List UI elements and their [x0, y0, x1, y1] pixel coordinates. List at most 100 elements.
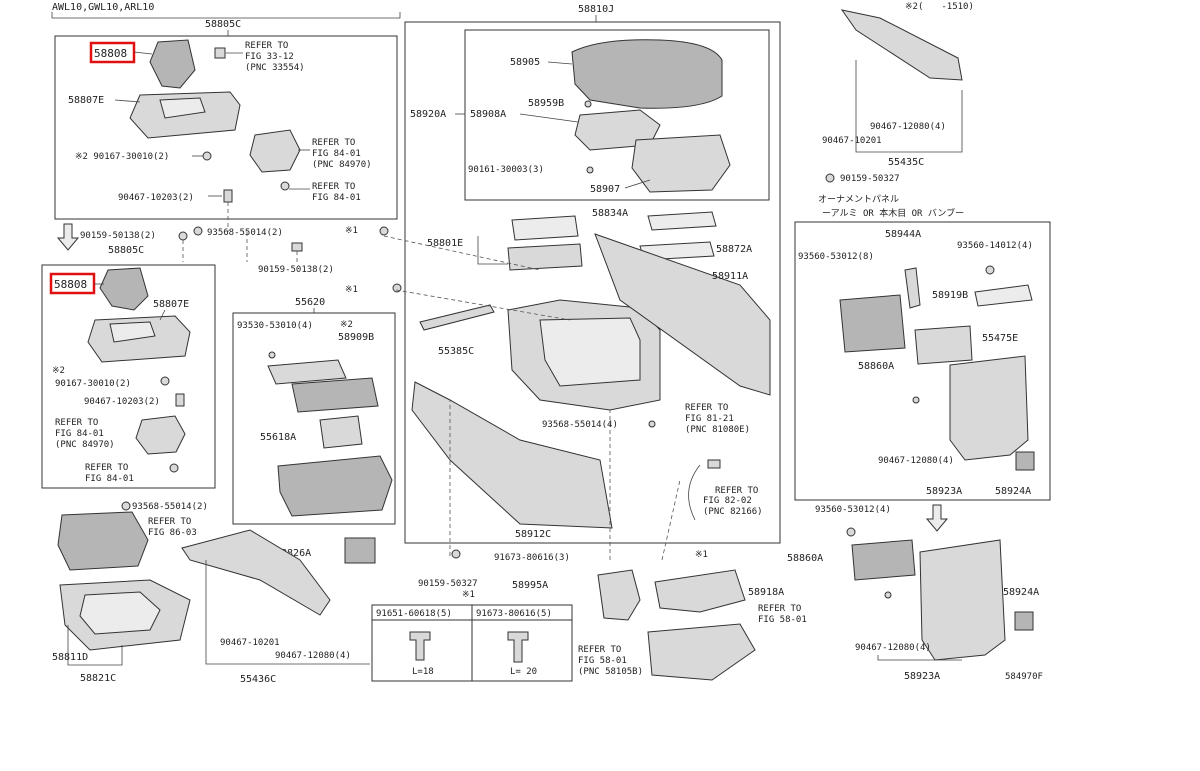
bracket-58995a: [597, 569, 641, 621]
label-58924a-bot: 58924A: [1003, 587, 1039, 598]
clip-90159-b: [291, 242, 303, 252]
refer-84c-line1: REFER TO: [55, 418, 98, 428]
label-58918a: 58918A: [748, 587, 784, 598]
leader-58908a: [519, 113, 579, 123]
shift-boot-bot: [99, 267, 149, 311]
variant-arrow-left: [56, 223, 80, 251]
label-58807e-top: 58807E: [68, 95, 104, 106]
refer-58b-line3: (PNC 58105B): [578, 667, 643, 677]
refer-58a-line1: REFER TO: [758, 604, 801, 614]
clip-90467-top: [223, 189, 233, 203]
bracket-58821c: [67, 625, 123, 666]
label-93568-top: 93568-55014(2): [207, 228, 283, 238]
highlight-box-58808-bot: [49, 272, 96, 295]
trim-55435c: [840, 9, 963, 81]
vent-58860a-top: [839, 294, 906, 353]
label-58907: 58907: [590, 184, 620, 195]
label-93530: 93530-53010(4): [237, 321, 313, 331]
label-58860a-top: 58860A: [858, 361, 894, 372]
label-58805c-top: 58805C: [205, 19, 241, 30]
label-90167-bot: 90167-30010(2): [55, 379, 131, 389]
console-body-cavity: [539, 317, 641, 387]
label-90467-12080-tr: 90467-12080(4): [870, 122, 946, 132]
note2-b: ※2: [340, 320, 353, 330]
label-55618a: 55618A: [260, 432, 296, 443]
bracket-55436c: [205, 560, 370, 665]
label-58821c: 58821C: [80, 673, 116, 684]
wire-harness: [688, 464, 701, 521]
diagram-ref-code: 584970F: [1005, 672, 1043, 682]
assembly-box-58920a: [464, 29, 770, 201]
note1-a: ※1: [345, 226, 358, 236]
label-58860a-bot: 58860A: [787, 553, 823, 564]
shifter-bezel-bot: [57, 511, 149, 571]
label-93560-53012-a: 93560-53012(8): [798, 252, 874, 262]
refer-58a-line2: FIG 58-01: [758, 615, 807, 625]
switch-58924a-bot: [1014, 611, 1034, 631]
armrest-lid-58905: [571, 39, 723, 109]
label-58905: 58905: [510, 57, 540, 68]
label-58908a: 58908A: [470, 109, 506, 120]
screw-90167-bot: [160, 376, 170, 386]
bracket-58907: [631, 134, 731, 193]
trim-55475e: [974, 284, 1033, 307]
assembly-box-58805c-top: [54, 35, 398, 220]
label-58811d: 58811D: [52, 652, 88, 663]
rear-vent-panel-top: [949, 355, 1029, 461]
label-58923a-top: 58923A: [926, 486, 962, 497]
bracket-58801e: [477, 236, 508, 265]
label-58801e: 58801E: [427, 238, 463, 249]
tray-mat: [511, 215, 579, 241]
panel-58909b-b: [291, 377, 379, 413]
bracket-58923a-bot: [877, 655, 962, 661]
refer-82-line2: FIG 82-02: [703, 496, 752, 506]
label-58872a: 58872A: [716, 244, 752, 255]
screw-93560-14012: [985, 265, 995, 275]
label-90467-10203-top: 90467-10203(2): [118, 193, 194, 203]
refer-33-line2: FIG 33-12: [245, 52, 294, 62]
note1-c: ※1: [695, 550, 708, 560]
clip-90159-50327-bot: [451, 549, 461, 559]
screw-93560-53012-b: [846, 527, 856, 537]
variant-arrow-right: [925, 504, 949, 532]
refer-84b-line1: REFER TO: [312, 182, 355, 192]
vent-58860a-bot: [851, 539, 916, 581]
note1-b: ※1: [345, 285, 358, 295]
note2-a: ※2: [52, 366, 65, 376]
label-93568-mid: 93568-55014(4): [542, 420, 618, 430]
label-90467-12080-bot: 90467-12080(4): [275, 651, 351, 661]
leader-58907: [624, 179, 651, 189]
refer-84c-line2: FIG 84-01: [55, 429, 104, 439]
model-codes: AWL10,GWL10,ARL10: [52, 2, 154, 13]
label-58919b: 58919B: [932, 290, 968, 301]
refer-33-line1: REFER TO: [245, 41, 288, 51]
strip-55385c: [419, 304, 495, 331]
assembly-box-55620: [232, 312, 396, 525]
clip-90159-a: [178, 231, 188, 241]
label-55620: 55620: [295, 297, 325, 308]
screw-84d: [169, 463, 179, 473]
assembly-box-58810j: [404, 21, 781, 544]
bolt-93568-top: [193, 226, 203, 236]
label-90161: 90161-30003(3): [468, 165, 544, 175]
screw-84b: [280, 181, 290, 191]
label-58810j: 58810J: [578, 4, 614, 15]
refer-84a-line2: FIG 84-01: [312, 149, 361, 159]
refer-81-line1: REFER TO: [685, 403, 728, 413]
bolt-l18: [409, 631, 431, 661]
screw-93530: [268, 351, 276, 359]
refer-84d-line1: REFER TO: [85, 463, 128, 473]
label-90467-12080-last: 90467-12080(4): [855, 643, 931, 653]
refer-82-line3: (PNC 82166): [703, 507, 763, 517]
refer-58b-line2: FIG 58-01: [578, 656, 627, 666]
bracket-55435c: [855, 60, 963, 153]
mat-58834a: [647, 211, 717, 231]
connector-harness: [707, 459, 721, 469]
label-58959b: 58959B: [528, 98, 564, 109]
refer-84a-line1: REFER TO: [312, 138, 355, 148]
bracket-55618a: [319, 415, 363, 449]
model-bracket: [51, 12, 401, 19]
assembly-box-58805c-bot: [41, 264, 216, 489]
screw-90161: [586, 166, 594, 174]
label-90467-10201-bot: 90467-10201: [220, 638, 280, 648]
